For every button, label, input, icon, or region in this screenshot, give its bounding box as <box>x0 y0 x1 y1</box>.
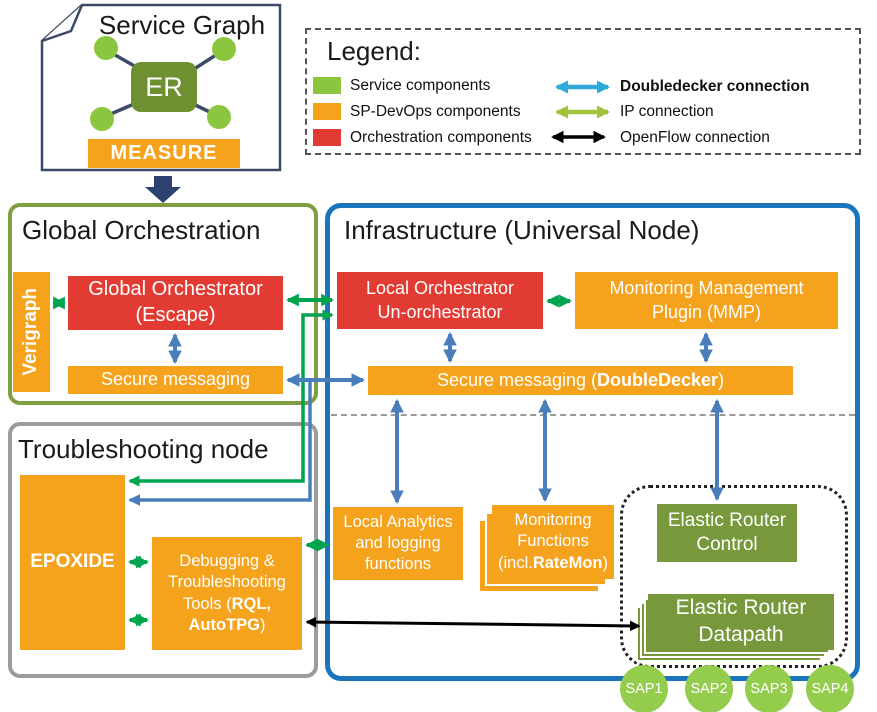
secure-messaging-label: Secure messaging <box>100 369 251 390</box>
er-datapath-line2: Datapath <box>698 623 784 646</box>
legend-label-doubledecker: Doubledecker connection <box>620 78 810 95</box>
global-orchestration-title: Global Orchestration <box>22 215 261 245</box>
er-datapath-line1: Elastic Router <box>675 596 807 620</box>
local-analytics-line1: Local Analytics <box>343 512 453 531</box>
er-control-line1: Elastic Router <box>667 509 787 531</box>
monitoring-line3: (incl.RateMon) <box>497 553 608 572</box>
local-analytics-box: Local Analytics and logging functions <box>333 507 463 580</box>
measure-box: MEASURE <box>88 139 240 168</box>
service-graph-title: Service Graph <box>98 10 266 40</box>
legend-label-spdevops: SP-DevOps components <box>350 103 521 120</box>
verigraph-box: Verigraph <box>13 272 50 392</box>
secure-messaging-dd-prefix: Secure messaging ( <box>436 369 598 390</box>
troubleshooting-title: Troubleshooting node <box>18 434 269 464</box>
infrastructure-separator <box>331 414 855 416</box>
legend-label-openflow: OpenFlow connection <box>620 129 770 146</box>
global-orchestrator-line1: Global Orchestrator <box>88 278 263 301</box>
page-fold-icon <box>41 4 84 43</box>
legend-label-ip: IP connection <box>620 103 714 120</box>
elastic-router-control-box: Elastic Router Control <box>657 504 797 562</box>
mmp-box: Monitoring Management Plugin (MMP) <box>575 272 838 329</box>
debug-line1: Debugging & <box>179 552 275 571</box>
legend-swatch-service <box>313 77 341 94</box>
sap1-node: SAP1 <box>620 665 668 712</box>
verigraph-label: Verigraph <box>20 288 42 376</box>
monitoring-line1: Monitoring <box>514 511 592 530</box>
legend-title: Legend: <box>327 36 421 66</box>
legend-label-orchestration: Orchestration components <box>350 129 532 146</box>
debugging-tools-box: Debugging & Troubleshooting Tools (RQL, … <box>152 537 302 650</box>
local-analytics-line3: functions <box>364 555 432 574</box>
secure-messaging-dd-box: Secure messaging (DoubleDecker) <box>368 366 793 395</box>
epoxide-box: EPOXIDE <box>20 475 125 650</box>
elastic-router-container <box>620 485 848 668</box>
legend-label-service: Service components <box>350 77 491 94</box>
legend-swatch-orchestration <box>313 129 341 146</box>
monitoring-line2: Functions <box>517 532 589 551</box>
debug-line4: AutoTPG) <box>188 615 266 634</box>
secure-messaging-dd-suffix: ) <box>718 369 725 390</box>
debug-line3: Tools (RQL, <box>182 594 272 613</box>
local-orchestrator-line2: Un-orchestrator <box>377 301 503 322</box>
legend-swatch-spdevops <box>313 103 341 120</box>
service-graph-flow-arrow <box>145 176 181 203</box>
sap4-node: SAP4 <box>806 665 854 712</box>
infrastructure-title: Infrastructure (Universal Node) <box>344 215 700 245</box>
sap3-node: SAP3 <box>745 665 793 712</box>
secure-messaging-box: Secure messaging <box>68 366 283 394</box>
local-orchestrator-line1: Local Orchestrator <box>365 278 515 299</box>
er-control-line2: Control <box>696 534 758 555</box>
sap2-node: SAP2 <box>685 665 733 712</box>
er-node: ER <box>131 62 197 112</box>
elastic-router-datapath-box: Elastic Router Datapath <box>648 594 834 650</box>
debug-line2: Troubleshooting <box>168 573 286 592</box>
mmp-line1: Monitoring Management <box>609 278 804 299</box>
local-analytics-line2: and logging <box>355 533 441 552</box>
secure-messaging-dd-bold: DoubleDecker <box>597 369 719 390</box>
er-node-label: ER <box>145 71 183 102</box>
global-orchestrator-line2: (Escape) <box>135 304 216 326</box>
epoxide-label: EPOXIDE <box>30 551 115 573</box>
mmp-line2: Plugin (MMP) <box>651 301 762 322</box>
global-orchestrator-box: Global Orchestrator (Escape) <box>68 276 283 330</box>
measure-label: MEASURE <box>110 141 218 164</box>
legend-panel <box>305 28 861 155</box>
local-orchestrator-box: Local Orchestrator Un-orchestrator <box>337 272 543 329</box>
monitoring-functions-box: Monitoring Functions (incl.RateMon) <box>492 505 614 579</box>
